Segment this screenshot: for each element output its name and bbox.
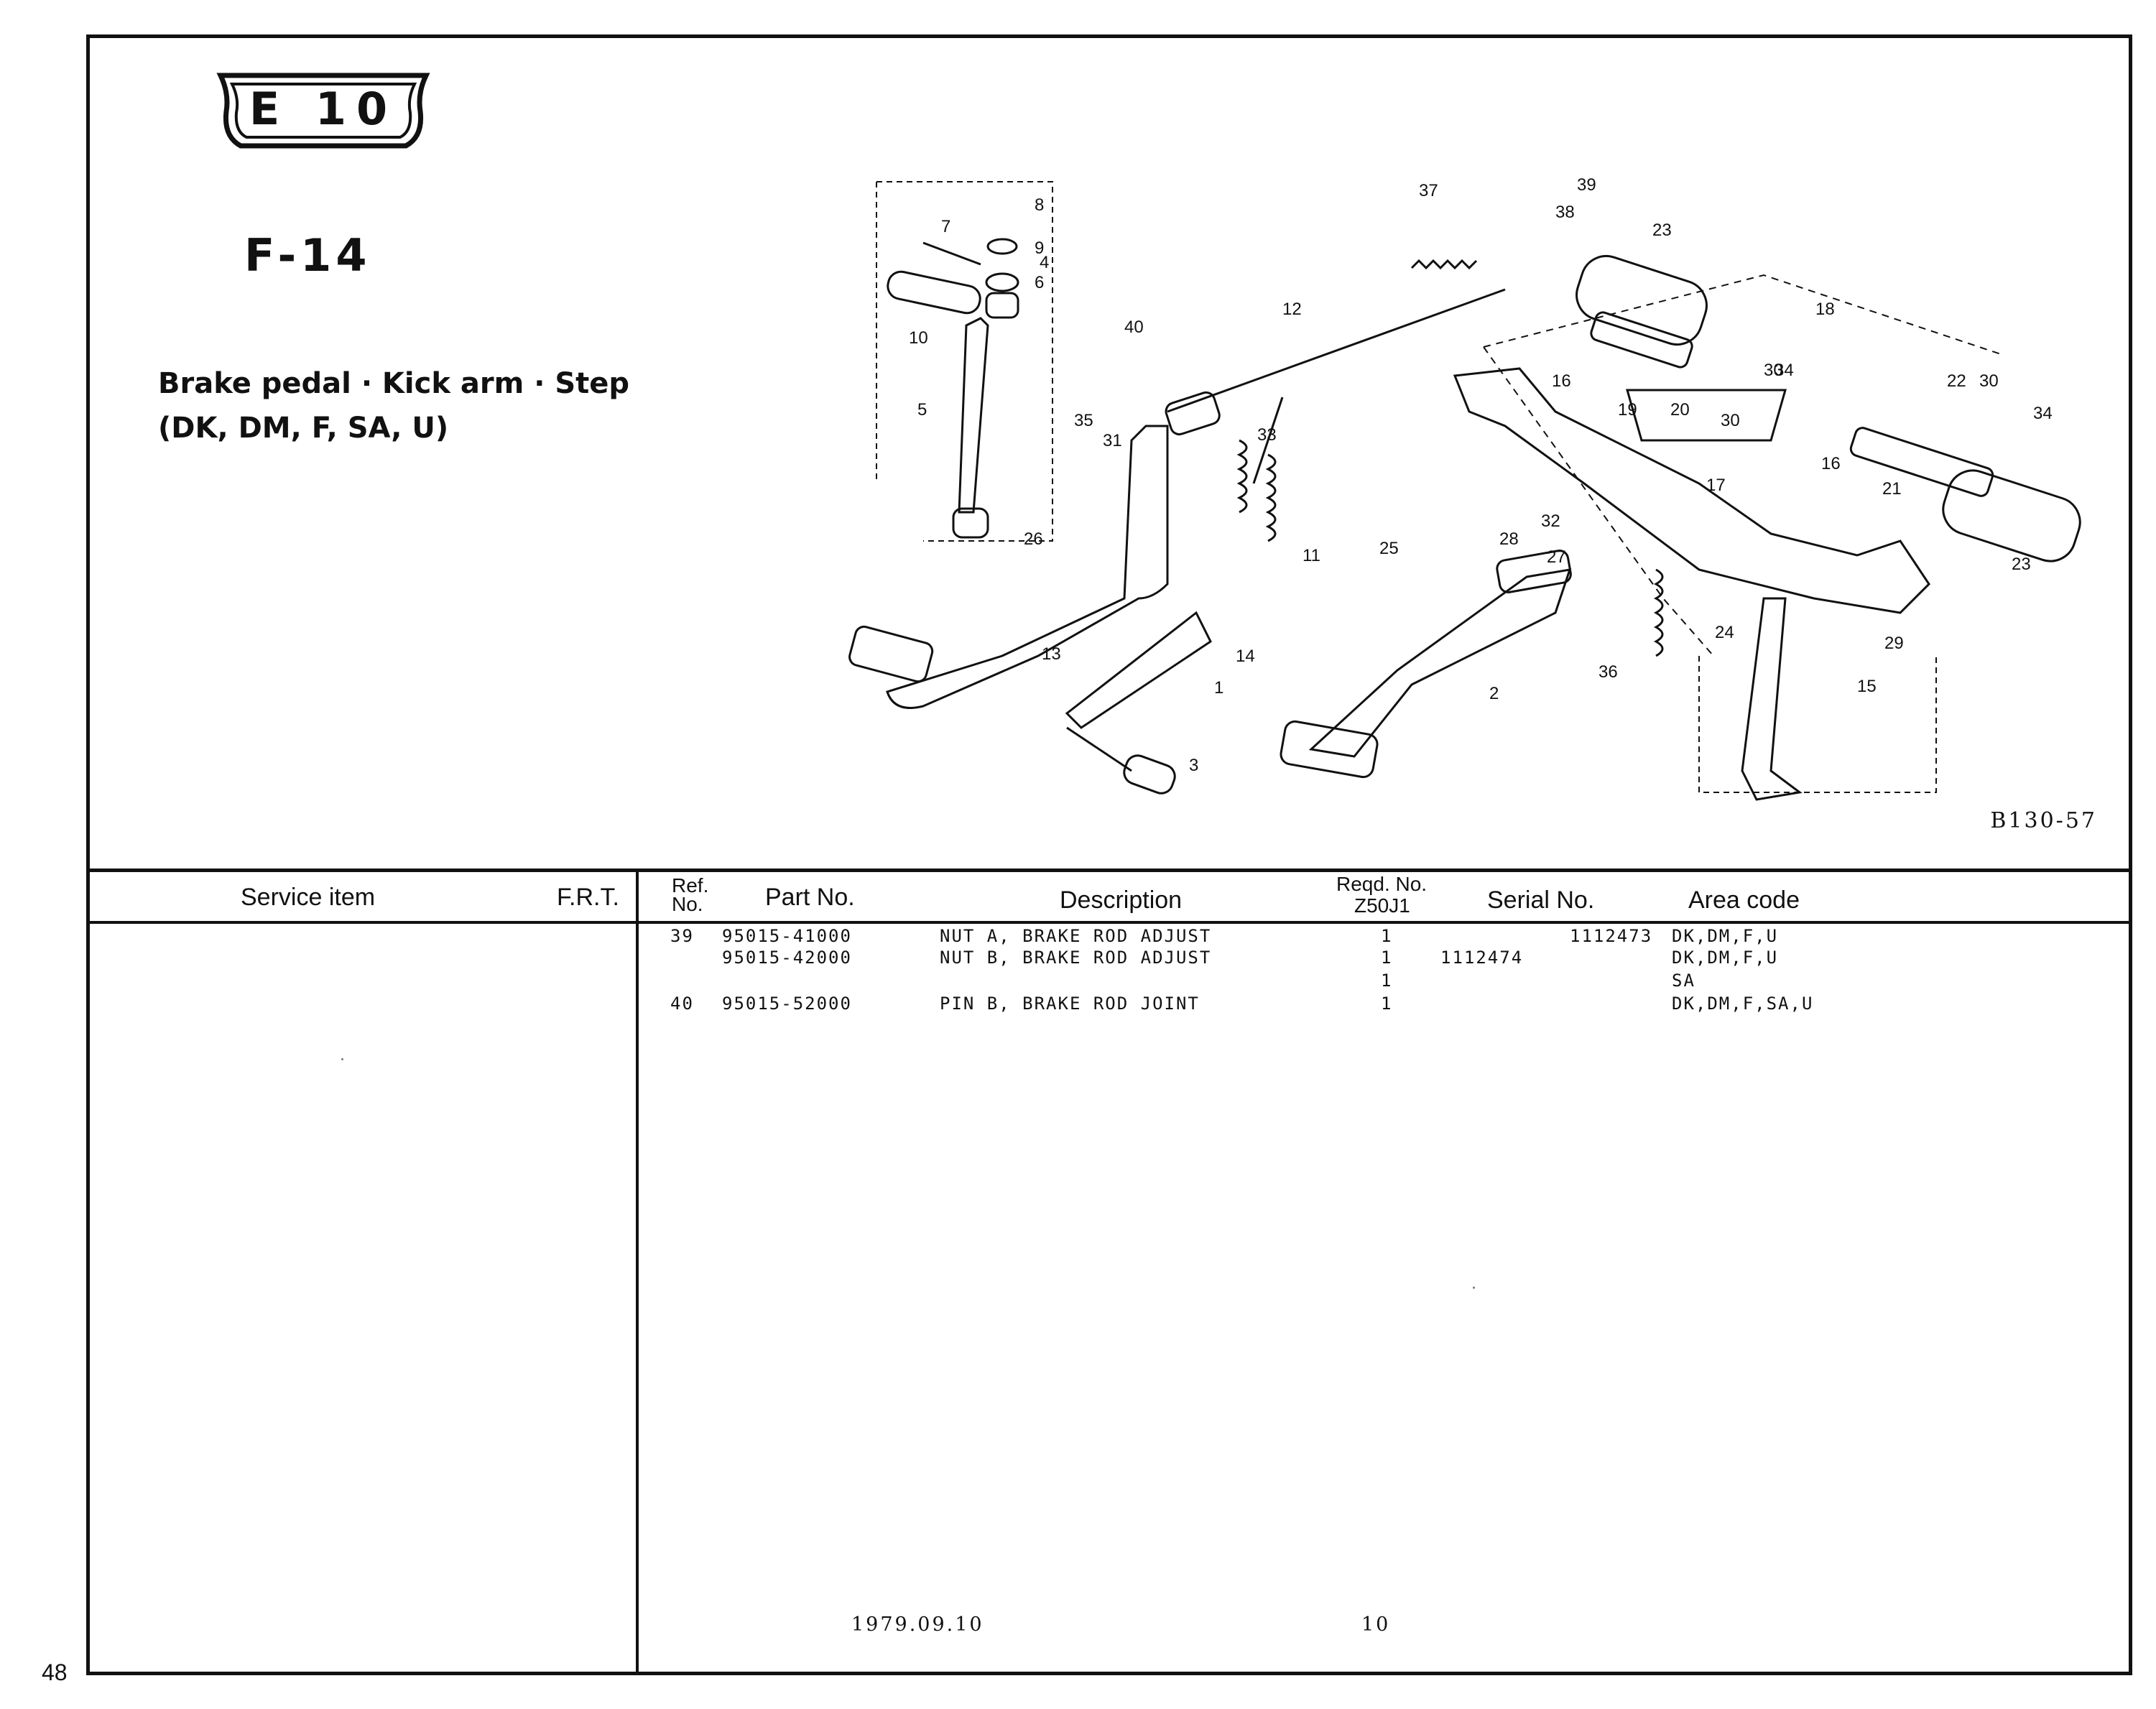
- page-frame: E 10 F-14 Brake pedal · Kick arm · Step …: [86, 34, 2132, 1675]
- row-area-code: SA: [1672, 971, 1695, 991]
- callout-8: 8: [1035, 195, 1044, 215]
- callout-27: 27: [1547, 547, 1566, 567]
- header-frt: F.R.T.: [557, 884, 619, 911]
- row-qty: 1: [1381, 948, 1393, 968]
- figure-code: F-14: [244, 229, 371, 282]
- row-serial-to: 1112473: [1570, 926, 1653, 946]
- callout-4: 4: [1040, 253, 1049, 272]
- row-qty: 1: [1381, 926, 1393, 946]
- illustration-code: B130-57: [1990, 808, 2097, 833]
- row-area-code: DK,DM,F,SA,U: [1672, 994, 1814, 1014]
- callout-24: 24: [1715, 623, 1734, 642]
- row-qty: 1: [1381, 994, 1393, 1014]
- callout-29: 29: [1884, 634, 1904, 653]
- section-badge-label: E 10: [249, 83, 398, 135]
- row-description: NUT B, BRAKE ROD ADJUST: [940, 948, 1212, 968]
- row-description: NUT A, BRAKE ROD ADJUST: [940, 926, 1212, 946]
- callout-13: 13: [1042, 644, 1061, 664]
- callout-11: 11: [1303, 546, 1320, 565]
- callout-12: 12: [1282, 300, 1302, 319]
- section-badge-shape: [216, 73, 430, 149]
- footer-revision: 10: [1361, 1613, 1391, 1636]
- scan-speck: [341, 1058, 343, 1060]
- callout-3: 3: [1189, 756, 1198, 775]
- row-area-code: DK,DM,F,U: [1672, 948, 1779, 968]
- callout-5: 5: [917, 400, 927, 420]
- callout-1: 1: [1214, 678, 1223, 698]
- footer-date: 1979.09.10: [851, 1613, 984, 1636]
- header-reqd-no-1: Reqd. No.: [1336, 873, 1428, 895]
- row-part-no: 95015-41000: [722, 926, 852, 946]
- callout-39: 39: [1577, 175, 1596, 195]
- callout-9: 9: [1035, 238, 1044, 258]
- header-part-no: Part No.: [765, 884, 855, 911]
- diagram-section: E 10 F-14 Brake pedal · Kick arm · Step …: [90, 38, 2129, 872]
- scan-speck: [1473, 1287, 1475, 1289]
- callout-25: 25: [1379, 539, 1399, 558]
- callout-23b: 23: [2012, 555, 2031, 574]
- callout-36: 36: [1599, 662, 1618, 682]
- header-description: Description: [1060, 886, 1183, 914]
- header-reqd-no-2: Z50J1: [1354, 894, 1410, 917]
- callout-32: 32: [1541, 511, 1560, 531]
- callout-23a: 23: [1652, 221, 1672, 240]
- callout-20: 20: [1670, 400, 1690, 420]
- exploded-parts-diagram: 1 2 3 4 5 6 7 8 9 10 11 12 13 14 15 16 1…: [848, 175, 2081, 801]
- row-qty: 1: [1381, 971, 1393, 991]
- callout-15: 15: [1857, 677, 1877, 696]
- callout-30a: 30: [1721, 411, 1740, 430]
- callout-21: 21: [1882, 479, 1902, 499]
- header-ref-no-1: Ref.: [672, 874, 709, 897]
- row-ref: 40: [670, 994, 694, 1014]
- callout-7: 7: [941, 217, 950, 236]
- callout-30b: 30: [1979, 371, 1999, 391]
- callout-10: 10: [909, 328, 928, 348]
- callout-40: 40: [1124, 318, 1144, 337]
- callout-6: 6: [1035, 273, 1044, 292]
- callout-35: 35: [1074, 411, 1093, 430]
- callout-37: 37: [1419, 181, 1438, 200]
- callout-14: 14: [1236, 647, 1255, 666]
- row-part-no: 95015-42000: [722, 948, 852, 968]
- row-description: PIN B, BRAKE ROD JOINT: [940, 994, 1200, 1014]
- callout-19: 19: [1618, 400, 1637, 420]
- callout-33: 33: [1257, 425, 1277, 445]
- callout-26: 26: [1024, 529, 1043, 549]
- callout-18: 18: [1815, 300, 1835, 319]
- callout-30c: 30: [1764, 361, 1783, 380]
- callout-31: 31: [1103, 431, 1122, 450]
- table-header: Service item F.R.T. Ref. No. Part No. De…: [90, 872, 2129, 924]
- callout-34b: 34: [2033, 404, 2053, 423]
- header-ref-no-2: No.: [672, 893, 703, 915]
- page-title: Brake pedal · Kick arm · Step (DK, DM, F…: [158, 361, 629, 450]
- header-area-code: Area code: [1688, 886, 1800, 914]
- header-serial-no: Serial No.: [1487, 886, 1595, 914]
- diagram-callout-labels: 1 2 3 4 5 6 7 8 9 10 11 12 13 14 15 16 1…: [909, 175, 2053, 775]
- diagram-lines: [848, 181, 2081, 801]
- callout-38: 38: [1555, 203, 1575, 222]
- callout-17: 17: [1706, 476, 1726, 495]
- callout-28: 28: [1499, 529, 1519, 549]
- row-area-code: DK,DM,F,U: [1672, 926, 1779, 946]
- header-service-item: Service item: [241, 884, 376, 911]
- row-part-no: 95015-52000: [722, 994, 852, 1014]
- callout-16a: 16: [1552, 371, 1571, 391]
- title-line-2: (DK, DM, F, SA, U): [158, 412, 449, 445]
- title-line-1: Brake pedal · Kick arm · Step: [158, 367, 630, 400]
- callout-16b: 16: [1821, 454, 1841, 473]
- row-ref: 39: [670, 926, 694, 946]
- callout-22: 22: [1947, 371, 1966, 391]
- page-number: 48: [42, 1659, 68, 1685]
- callout-34a: 34: [1775, 361, 1794, 380]
- column-divider: [636, 872, 639, 1675]
- callout-2: 2: [1489, 684, 1499, 703]
- row-serial-from: 1112474: [1440, 948, 1524, 968]
